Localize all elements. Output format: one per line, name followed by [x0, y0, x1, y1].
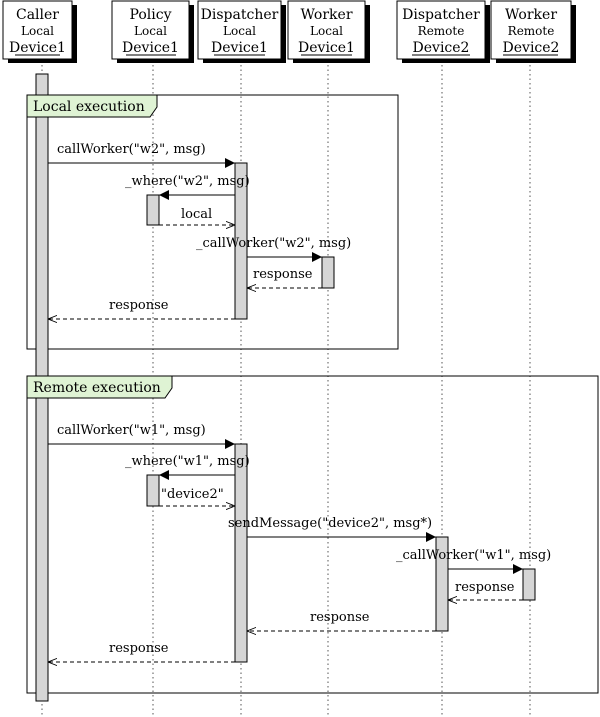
message-8: _where("w1", msg): [125, 454, 250, 480]
frame-remote-label-text: Remote execution: [33, 380, 161, 396]
message-9-label: "device2": [161, 487, 224, 502]
participant-worker-remote-name: Worker: [505, 7, 557, 23]
message-7-label: callWorker("w1", msg): [57, 423, 206, 438]
message-10-label: sendMessage("device2", msg*): [228, 516, 432, 531]
participant-worker-local-name: Worker: [300, 7, 352, 23]
message-13: response: [247, 610, 436, 631]
message-3-label: local: [181, 207, 212, 222]
message-11: _callWorker("w1", msg): [396, 548, 551, 574]
frame-local-label-text: Local execution: [33, 99, 145, 115]
message-5-label: response: [253, 267, 313, 282]
message-2: _where("w2", msg): [125, 174, 250, 200]
message-6: response: [48, 298, 235, 319]
message-6-label: response: [109, 298, 169, 313]
message-12-label: response: [455, 580, 515, 595]
message-14: response: [48, 641, 235, 662]
participant-dispatcher-remote-scope: Remote: [418, 24, 465, 38]
message-5: response: [247, 267, 322, 288]
participant-dispatcher-remote-device: Device2: [413, 40, 470, 56]
participant-worker-local-scope: Local: [310, 24, 343, 38]
message-1: callWorker("w2", msg): [48, 142, 235, 168]
message-4: _callWorker("w2", msg): [196, 236, 351, 262]
message-11-label: _callWorker("w1", msg): [396, 548, 551, 563]
frame-remote-execution: [26, 375, 599, 694]
participant-dispatcher-remote: Dispatcher Remote Device2: [396, 0, 490, 63]
frame-local-execution: [26, 94, 399, 350]
message-3: local: [159, 207, 235, 225]
activation-policy-2: [146, 474, 160, 507]
participant-policy: Policy Local Device1: [111, 0, 194, 63]
activation-worker-local: [321, 256, 335, 289]
participant-caller: Caller Local Device1: [2, 0, 77, 63]
participant-dispatcher-local: Dispatcher Local Device1: [197, 0, 286, 63]
activation-policy-1: [146, 194, 160, 226]
participant-worker-local-device: Device1: [298, 40, 355, 56]
activation-dispatcher-remote: [435, 536, 449, 632]
participant-dispatcher-local-name: Dispatcher: [201, 7, 279, 23]
participant-worker-remote-device: Device2: [503, 40, 560, 56]
message-7: callWorker("w1", msg): [48, 423, 235, 449]
activation-dispatcher-local-2: [234, 443, 248, 663]
frame-remote-label: Remote execution: [26, 375, 173, 399]
message-4-label: _callWorker("w2", msg): [196, 236, 351, 251]
message-9: "device2": [159, 487, 235, 506]
participant-worker-remote-scope: Remote: [508, 24, 555, 38]
participant-caller-name: Caller: [16, 7, 59, 23]
activation-dispatcher-local-1: [234, 162, 248, 320]
frame-local-label: Local execution: [26, 94, 158, 118]
message-10: sendMessage("device2", msg*): [228, 516, 436, 542]
participant-dispatcher-local-device: Device1: [211, 40, 268, 56]
participant-dispatcher-remote-name: Dispatcher: [402, 7, 480, 23]
message-14-label: response: [109, 641, 169, 656]
participant-policy-scope: Local: [134, 24, 167, 38]
participant-caller-scope: Local: [21, 24, 54, 38]
message-12: response: [448, 580, 523, 600]
message-2-label: _where("w2", msg): [125, 174, 250, 189]
participant-worker-remote: Worker Remote Device2: [490, 0, 576, 63]
activation-worker-remote: [522, 568, 536, 601]
message-1-label: callWorker("w2", msg): [57, 142, 206, 157]
participant-policy-name: Policy: [130, 7, 172, 23]
message-13-label: response: [310, 610, 370, 625]
participant-worker-local: Worker Local Device1: [287, 0, 370, 63]
message-8-label: _where("w1", msg): [125, 454, 250, 469]
participant-dispatcher-local-scope: Local: [223, 24, 256, 38]
participant-caller-device: Device1: [9, 40, 66, 56]
participant-policy-device: Device1: [122, 40, 179, 56]
